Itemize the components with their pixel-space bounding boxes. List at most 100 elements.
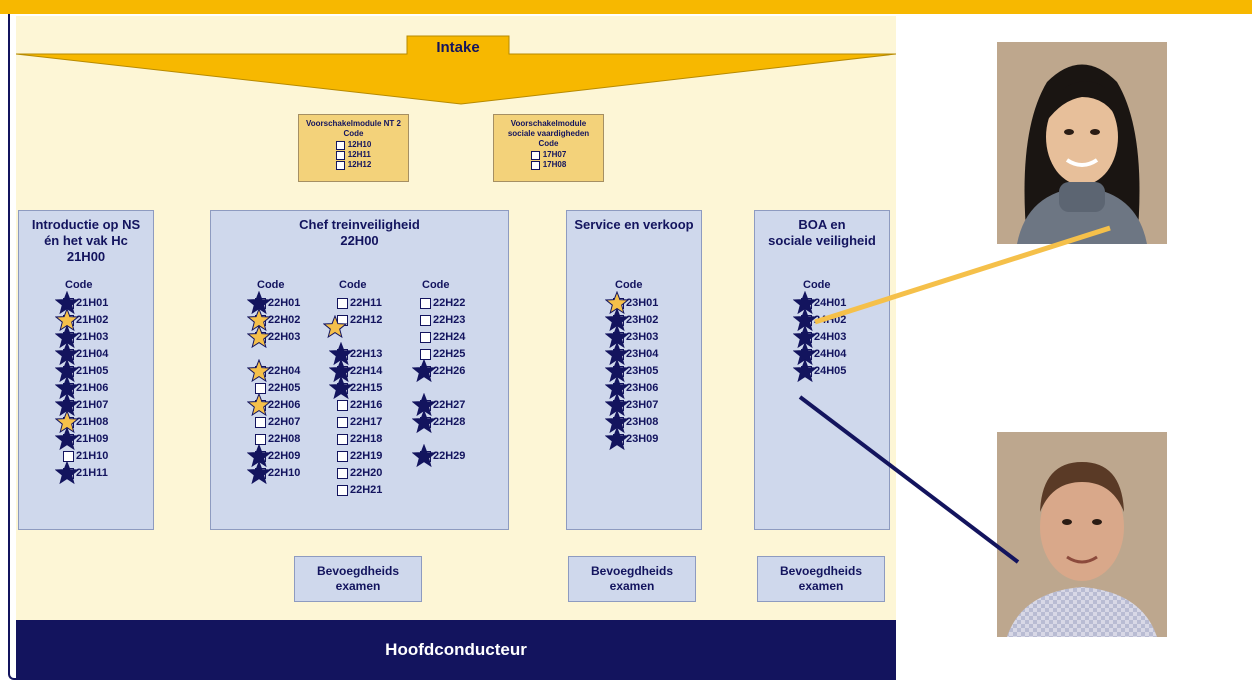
checkbox[interactable] <box>337 433 348 445</box>
code-text: 22H13 <box>350 348 383 360</box>
code-text: 23H05 <box>626 365 659 377</box>
checkbox[interactable] <box>420 314 431 326</box>
voorschakel-sociaal: Voorschakelmodule sociale vaardigheden C… <box>493 114 604 182</box>
navy-star-icon <box>54 426 80 451</box>
gold-star-icon <box>246 392 272 417</box>
code-header: Code <box>257 279 285 291</box>
code-text: 21H11 <box>76 467 108 479</box>
code-text: 22H18 <box>350 433 383 445</box>
checkbox[interactable] <box>63 450 74 462</box>
code-item: 22H05 <box>255 380 300 396</box>
checkbox[interactable] <box>255 433 266 445</box>
navy-star-icon <box>246 460 272 485</box>
exam-line1: Bevoegdheids <box>316 564 400 578</box>
vsm-code-text: 12H11 <box>347 150 371 159</box>
code-text: 22H25 <box>433 348 466 360</box>
code-item: 22H08 <box>255 431 300 447</box>
code-text: 22H06 <box>268 399 301 411</box>
checkbox[interactable] <box>420 348 431 360</box>
checkbox[interactable] <box>335 150 345 160</box>
checkbox[interactable] <box>255 382 266 394</box>
vsm-code-text: 12H12 <box>347 160 372 169</box>
code-text: 22H04 <box>268 365 301 377</box>
code-text: 21H09 <box>76 433 109 445</box>
code-header: Code <box>339 279 367 291</box>
code-text: 21H04 <box>76 348 109 360</box>
code-item: 22H25 <box>420 346 465 362</box>
code-text: 22H10 <box>268 467 301 479</box>
checkbox[interactable] <box>255 416 266 428</box>
navy-star-icon <box>604 426 630 451</box>
exam-box: Bevoegdheids examen <box>568 556 696 602</box>
code-item: 22H17 <box>337 414 382 430</box>
vsm-code-text: 17H07 <box>542 150 567 159</box>
vsm-code-text: 12H10 <box>347 140 372 149</box>
code-item: 21H10 <box>63 448 108 464</box>
checkbox[interactable] <box>530 160 540 170</box>
code-text: 22H11 <box>350 297 382 309</box>
checkbox[interactable] <box>337 450 348 462</box>
checkbox[interactable] <box>337 416 348 428</box>
checkbox[interactable] <box>420 297 431 309</box>
code-text: 21H02 <box>76 314 109 326</box>
code-text: 22H03 <box>268 331 301 343</box>
vsm-code-label: Code <box>538 139 559 148</box>
column-title: Service en verkoop <box>574 217 694 232</box>
code-text: 21H06 <box>76 382 109 394</box>
code-text: 22H15 <box>350 382 383 394</box>
code-text: 23H07 <box>626 399 659 411</box>
code-header: Code <box>422 279 450 291</box>
checkbox[interactable] <box>337 467 348 479</box>
vsm-code-item: 17H07 <box>530 150 567 160</box>
checkbox[interactable] <box>337 297 348 309</box>
left-bracket <box>8 14 16 680</box>
exam-line2: examen <box>798 579 844 593</box>
navy-star-icon <box>411 443 437 468</box>
column-title: 22H00 <box>340 233 379 248</box>
code-item: 22H22 <box>420 295 465 311</box>
gold-star-icon <box>246 358 272 383</box>
code-text: 22H27 <box>433 399 466 411</box>
code-text: 22H12 <box>350 314 383 326</box>
checkbox[interactable] <box>420 331 431 343</box>
exam-box: Bevoegdheids examen <box>757 556 885 602</box>
code-text: 22H20 <box>350 467 383 479</box>
checkbox[interactable] <box>337 484 348 496</box>
code-text: 21H05 <box>76 365 109 377</box>
code-text: 22H14 <box>350 365 383 377</box>
checkbox[interactable] <box>335 160 345 170</box>
code-item: 22H24 <box>420 329 465 345</box>
code-item: 22H07 <box>255 414 300 430</box>
code-item: 22H12 <box>337 312 382 328</box>
checkbox[interactable] <box>335 140 345 150</box>
code-text: 22H05 <box>268 382 301 394</box>
intake-arrow <box>16 35 896 105</box>
gold-star-icon <box>246 324 272 349</box>
code-item: 22H16 <box>337 397 382 413</box>
code-item: 22H23 <box>420 312 465 328</box>
exam-line2: examen <box>609 579 655 593</box>
code-text: 22H09 <box>268 450 301 462</box>
photo-man <box>997 432 1167 637</box>
navy-star-icon <box>411 409 437 434</box>
checkbox[interactable] <box>530 150 540 160</box>
column-title: sociale veiligheid <box>768 233 876 248</box>
code-text: 24H03 <box>814 331 847 343</box>
navy-star-icon <box>54 460 80 485</box>
column-title: Introductie op NS <box>31 217 141 232</box>
code-text: 21H10 <box>76 450 109 462</box>
code-text: 21H07 <box>76 399 109 411</box>
vsm-code-item: 12H12 <box>335 160 372 170</box>
code-text: 21H08 <box>76 416 109 428</box>
checkbox[interactable] <box>337 399 348 411</box>
code-text: 22H01 <box>268 297 301 309</box>
vsm-code-item: 12H10 <box>335 140 372 150</box>
column-title: 21H00 <box>66 249 106 264</box>
code-text: 22H19 <box>350 450 383 462</box>
exam-line2: examen <box>335 579 381 593</box>
vsm-code-item: 12H11 <box>335 150 372 160</box>
code-text: 22H29 <box>433 450 466 462</box>
